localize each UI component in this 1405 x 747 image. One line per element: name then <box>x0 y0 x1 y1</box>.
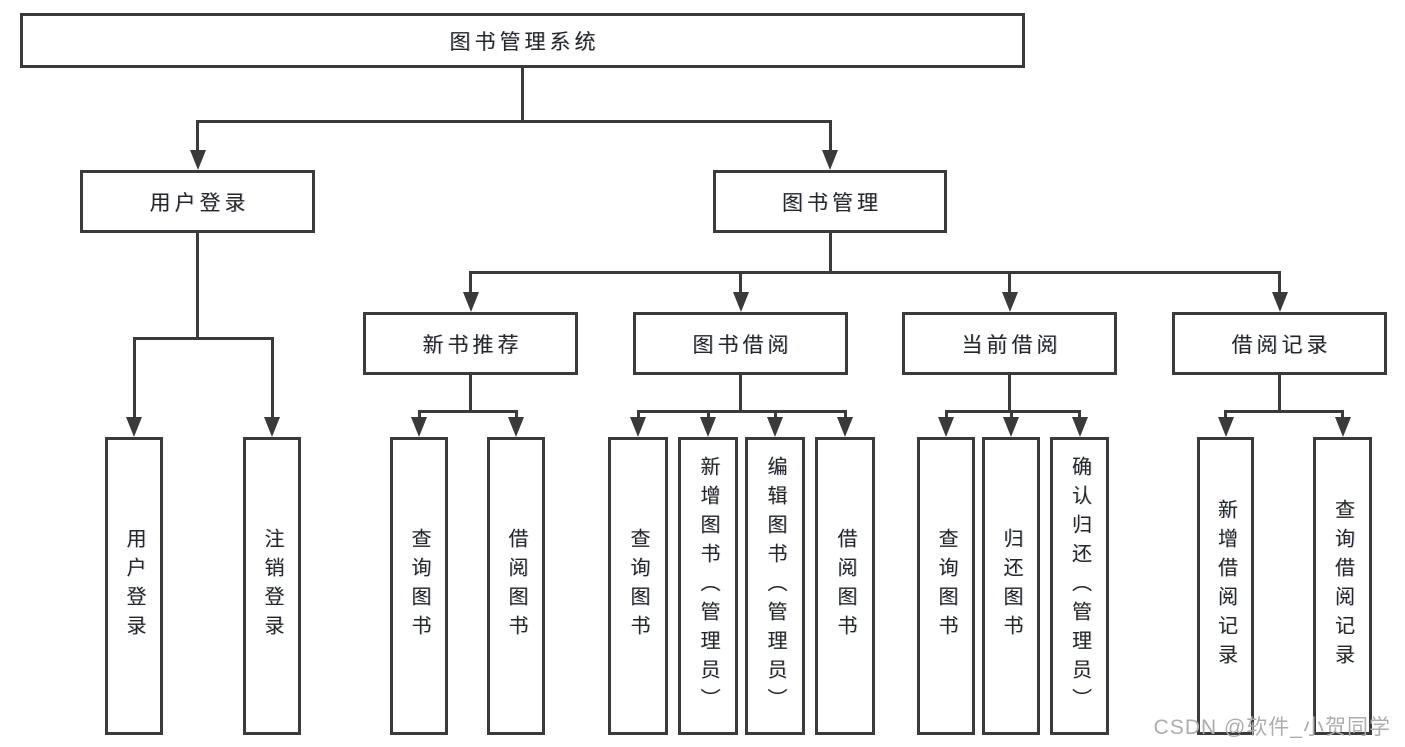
arrow-down-icon <box>508 417 524 437</box>
node-cb-query: 查询图书 <box>917 437 975 735</box>
arrow-down-icon <box>189 150 206 170</box>
connector-segment <box>773 410 777 419</box>
node-book-borrow: 图书借阅 <box>633 312 848 375</box>
connector-segment <box>636 410 847 413</box>
connector-segment <box>469 375 472 413</box>
node-label: 查询图书 <box>935 528 957 644</box>
node-label: 确认归还（管理员） <box>1068 455 1091 717</box>
connector-segment <box>514 410 518 419</box>
node-login: 用户登录 <box>105 437 163 735</box>
arrow-down-icon <box>938 417 954 437</box>
node-label: 注销登录 <box>261 528 283 644</box>
arrow-down-icon <box>1334 417 1351 437</box>
node-logout: 注销登录 <box>243 437 301 735</box>
connector-segment <box>706 410 710 419</box>
node-label: 图书管理 <box>782 191 882 215</box>
arrow-down-icon <box>822 150 838 170</box>
node-br-add: 新增借阅记录 <box>1197 437 1254 735</box>
node-label: 借阅记录 <box>1231 333 1332 357</box>
connector-segment <box>1224 410 1344 413</box>
node-bb-query: 查询图书 <box>608 437 668 735</box>
connector-segment <box>944 410 1081 413</box>
connector-segment <box>132 337 274 340</box>
arrow-down-icon <box>1003 417 1019 437</box>
node-br-query: 查询借阅记录 <box>1313 437 1372 735</box>
connector-segment <box>1278 375 1281 413</box>
node-label: 用户登录 <box>123 528 145 644</box>
arrow-down-icon <box>700 417 716 437</box>
connector-segment <box>469 271 472 294</box>
node-label: 新增借阅记录 <box>1214 499 1237 673</box>
watermark: CSDN @软件_小贺同学 <box>1153 716 1391 739</box>
node-cb-confirm: 确认归还（管理员） <box>1050 437 1109 735</box>
node-new-book-rec: 新书推荐 <box>363 312 578 375</box>
node-label: 图书管理系统 <box>449 30 600 54</box>
node-cb-return: 归还图书 <box>982 437 1040 735</box>
connector-segment <box>132 337 136 419</box>
node-label: 查询借阅记录 <box>1331 499 1354 673</box>
node-label: 新增图书（管理员） <box>697 455 719 717</box>
node-book-mgmt: 图书管理 <box>713 170 947 233</box>
connector-segment <box>1008 271 1011 294</box>
connector-segment <box>270 337 274 419</box>
node-rec-borrow: 借阅图书 <box>487 437 545 735</box>
node-current-borrow: 当前借阅 <box>902 312 1117 375</box>
connector-segment <box>196 120 199 152</box>
connector-segment <box>417 410 518 413</box>
arrow-down-icon <box>1001 292 1018 312</box>
arrow-down-icon <box>767 417 783 437</box>
connector-segment <box>1278 271 1281 294</box>
arrow-down-icon <box>126 417 142 437</box>
connector-segment <box>469 271 1281 274</box>
node-label: 借阅图书 <box>505 528 527 644</box>
node-bb-borrow: 借阅图书 <box>815 437 875 735</box>
connector-segment <box>1008 375 1011 413</box>
connector-segment <box>843 410 847 419</box>
arrow-down-icon <box>411 417 427 437</box>
arrow-down-icon <box>1217 417 1234 437</box>
node-label: 用户登录 <box>149 191 250 215</box>
node-user-login: 用户登录 <box>80 170 315 233</box>
node-label: 查询图书 <box>627 528 649 644</box>
node-label: 编辑图书（管理员） <box>764 455 786 717</box>
node-rec-query: 查询图书 <box>390 437 448 735</box>
arrow-down-icon <box>630 417 646 437</box>
connector-segment <box>196 233 199 340</box>
arrow-down-icon <box>1271 292 1288 312</box>
node-label: 借阅图书 <box>834 528 856 644</box>
arrow-down-icon <box>462 292 479 312</box>
connector-segment <box>1078 410 1081 419</box>
arrow-down-icon <box>264 417 280 437</box>
node-bb-add: 新增图书（管理员） <box>678 437 738 735</box>
connector-segment <box>739 375 742 413</box>
node-label: 归还图书 <box>1000 528 1022 644</box>
connector-segment <box>739 271 742 294</box>
connector-segment <box>521 68 524 123</box>
connector-segment <box>828 120 832 152</box>
node-label: 图书借阅 <box>692 333 793 357</box>
node-borrow-records: 借阅记录 <box>1172 312 1387 375</box>
connector-segment <box>636 410 640 419</box>
node-label: 查询图书 <box>408 528 430 644</box>
node-label: 当前借阅 <box>961 333 1062 357</box>
connector-segment <box>1341 410 1344 419</box>
node-root: 图书管理系统 <box>20 13 1025 68</box>
connector-segment <box>1009 410 1013 419</box>
arrow-down-icon <box>837 417 853 437</box>
node-bb-edit: 编辑图书（管理员） <box>745 437 805 735</box>
connector-segment <box>417 410 421 419</box>
node-label: 新书推荐 <box>422 333 523 357</box>
connector-segment <box>1224 410 1227 419</box>
connector-segment <box>944 410 948 419</box>
connector-segment <box>196 120 832 123</box>
arrow-down-icon <box>1071 417 1088 437</box>
connector-segment <box>828 233 832 274</box>
arrow-down-icon <box>732 292 749 312</box>
